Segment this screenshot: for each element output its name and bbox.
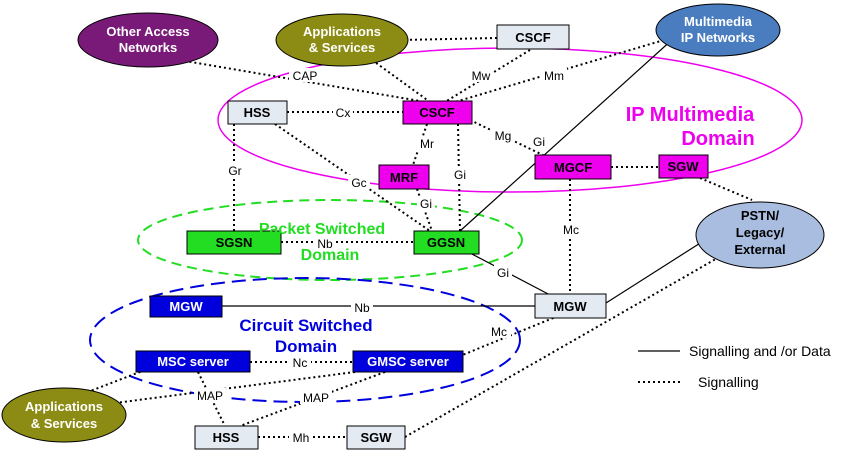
iface-gi-ggsn: Gi [497, 266, 509, 280]
hss-bottom-box: HSS [194, 425, 259, 450]
ps-domain-ellipse [137, 199, 523, 281]
iface-mg: Mg [495, 129, 512, 143]
link-map-right [239, 371, 386, 427]
link-gi-multimedia [459, 37, 675, 232]
svg-text:HSS: HSS [213, 430, 240, 445]
link-gmsc-apps [114, 371, 356, 404]
link-apps-cscf-top [399, 37, 498, 41]
ps-domain-title-line1: Packet Switched [259, 221, 385, 238]
pstn-legacy-external-node: PSTN/ Legacy/ External [695, 201, 825, 269]
link-gc [274, 123, 431, 232]
multimedia-line2: IP Networks [681, 30, 755, 45]
legend-dotted-label: Signalling [698, 374, 759, 390]
sgw-ims-box: SGW [658, 154, 709, 179]
iface-nc: Nc [293, 356, 308, 370]
pstn-line3: External [734, 242, 785, 257]
pstn-line2: Legacy/ [736, 225, 785, 240]
iface-map-right: MAP [303, 391, 329, 405]
cscf-ims-box: CSCF [402, 100, 473, 125]
svg-text:MGW: MGW [169, 299, 203, 314]
svg-text:MSC server: MSC server [157, 354, 229, 369]
cs-domain-title-line1: Circuit Switched [239, 316, 372, 335]
svg-text:MGCF: MGCF [554, 160, 592, 175]
other-access-line1: Other Access [106, 24, 189, 39]
sgw-bottom-box: SGW [346, 425, 406, 450]
iface-cx: Cx [336, 106, 351, 120]
apps-bottom-line2: & Services [31, 416, 98, 431]
iface-mc-mgcf: Mc [563, 223, 579, 237]
ims-domain-title-line1: IP Multimedia [626, 104, 755, 126]
mgw-right-box: MGW [534, 293, 607, 319]
msc-server-box: MSC server [135, 350, 251, 373]
iface-map-left: MAP [197, 389, 223, 403]
ps-domain-title-line2: Domain [301, 247, 360, 264]
link-apps-cscf-ims [371, 59, 431, 103]
iface-mc-cs: Mc [491, 325, 507, 339]
signalling-links [79, 37, 753, 438]
link-sgw-pstn-bottom [404, 251, 729, 438]
hss-top-box: HSS [227, 100, 288, 125]
svg-text:CSCF: CSCF [419, 105, 454, 120]
link-mgw-pstn [605, 239, 706, 304]
cscf-top-box: CSCF [496, 24, 570, 50]
iface-gr: Gr [228, 164, 241, 178]
ggsn-box: GGSN [413, 230, 480, 255]
link-sgw-pstn [699, 177, 753, 201]
apps-top-line1: Applications [303, 24, 381, 39]
svg-text:GGSN: GGSN [427, 235, 465, 250]
iface-nb-ps: Nb [317, 237, 333, 251]
interface-labels: CAP Mw Mm Cx Mg Gi Mr Gr Gi Gc Gi Nb Mc … [194, 68, 582, 445]
iface-gi-mrf: Gi [420, 197, 432, 211]
svg-text:MGW: MGW [553, 299, 587, 314]
iface-gi-multimedia: Gi [533, 135, 545, 149]
mgw-left-box: MGW [149, 295, 223, 318]
mgcf-box: MGCF [534, 154, 612, 180]
ims-domain-title-line2: Domain [681, 128, 754, 150]
svg-text:SGW: SGW [360, 430, 392, 445]
link-msc-apps [79, 369, 146, 396]
apps-bottom-line1: Applications [25, 399, 103, 414]
sgsn-box: SGSN [186, 230, 282, 255]
iface-mh: Mh [293, 431, 310, 445]
applications-services-bottom-node: Applications & Services [1, 387, 127, 443]
iface-nb-cs: Nb [354, 301, 370, 315]
mrf-box: MRF [378, 164, 430, 190]
iface-mr: Mr [420, 137, 434, 151]
pstn-line1: PSTN/ [741, 208, 780, 223]
svg-text:SGW: SGW [667, 159, 699, 174]
legend: Signalling and /or Data Signalling [638, 343, 831, 390]
gmsc-server-box: GMSC server [352, 350, 464, 373]
iface-cap: CAP [293, 69, 318, 83]
link-cap [149, 54, 421, 102]
other-access-networks-node: Other Access Networks [77, 12, 219, 68]
apps-top-line2: & Services [309, 40, 376, 55]
svg-text:HSS: HSS [244, 105, 271, 120]
other-access-line2: Networks [119, 40, 178, 55]
legend-solid-label: Signalling and /or Data [689, 343, 831, 359]
link-mm [454, 39, 665, 103]
applications-services-top-node: Applications & Services [275, 13, 409, 67]
svg-text:SGSN: SGSN [216, 235, 253, 250]
svg-text:CSCF: CSCF [515, 30, 550, 45]
link-mw [444, 49, 531, 103]
cs-domain-title-line2: Domain [275, 337, 337, 356]
svg-text:GMSC server: GMSC server [367, 354, 449, 369]
iface-gi-cscf: Gi [454, 168, 466, 182]
svg-text:MRF: MRF [390, 170, 418, 185]
iface-mm: Mm [544, 69, 564, 83]
multimedia-line1: Multimedia [684, 14, 753, 29]
multimedia-ip-networks-node: Multimedia IP Networks [655, 3, 781, 57]
iface-gc: Gc [351, 176, 366, 190]
iface-mw: Mw [472, 69, 491, 83]
